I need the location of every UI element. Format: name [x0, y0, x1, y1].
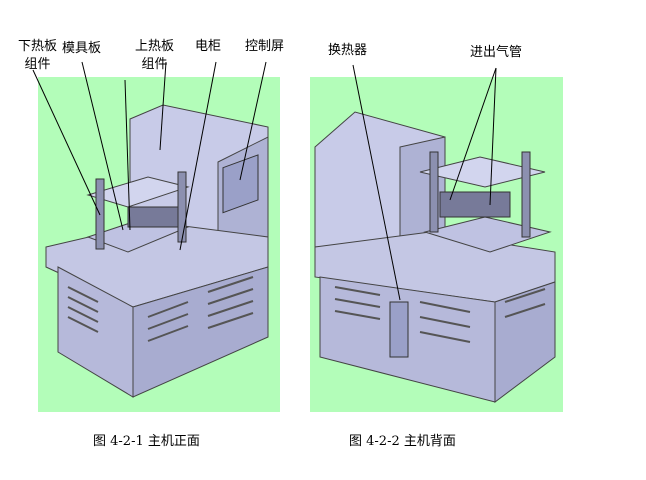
label-heat-exchanger: 换热器	[328, 43, 368, 58]
label-line: 下热板	[18, 39, 58, 54]
label-electric-cabinet: 电柜	[195, 39, 222, 54]
back-machine-drawing	[314, 111, 556, 403]
label-control-screen: 控制屏	[245, 39, 285, 54]
label-mold-plate: 模具板	[62, 41, 102, 56]
label-upper-hot-plate: 上热板 组件	[135, 38, 174, 74]
label-line: 组件	[24, 57, 51, 72]
caption-front: 图 4-2-1 主机正面	[93, 434, 200, 449]
label-line: 上热板	[135, 39, 175, 54]
caption-back: 图 4-2-2 主机背面	[349, 434, 456, 449]
back-view-image	[310, 77, 563, 412]
label-air-pipe: 进出气管	[470, 45, 523, 60]
front-view-image	[38, 77, 280, 412]
label-line: 组件	[141, 57, 168, 72]
front-machine-drawing	[45, 104, 269, 398]
label-lower-hot-plate: 下热板 组件	[18, 38, 57, 74]
